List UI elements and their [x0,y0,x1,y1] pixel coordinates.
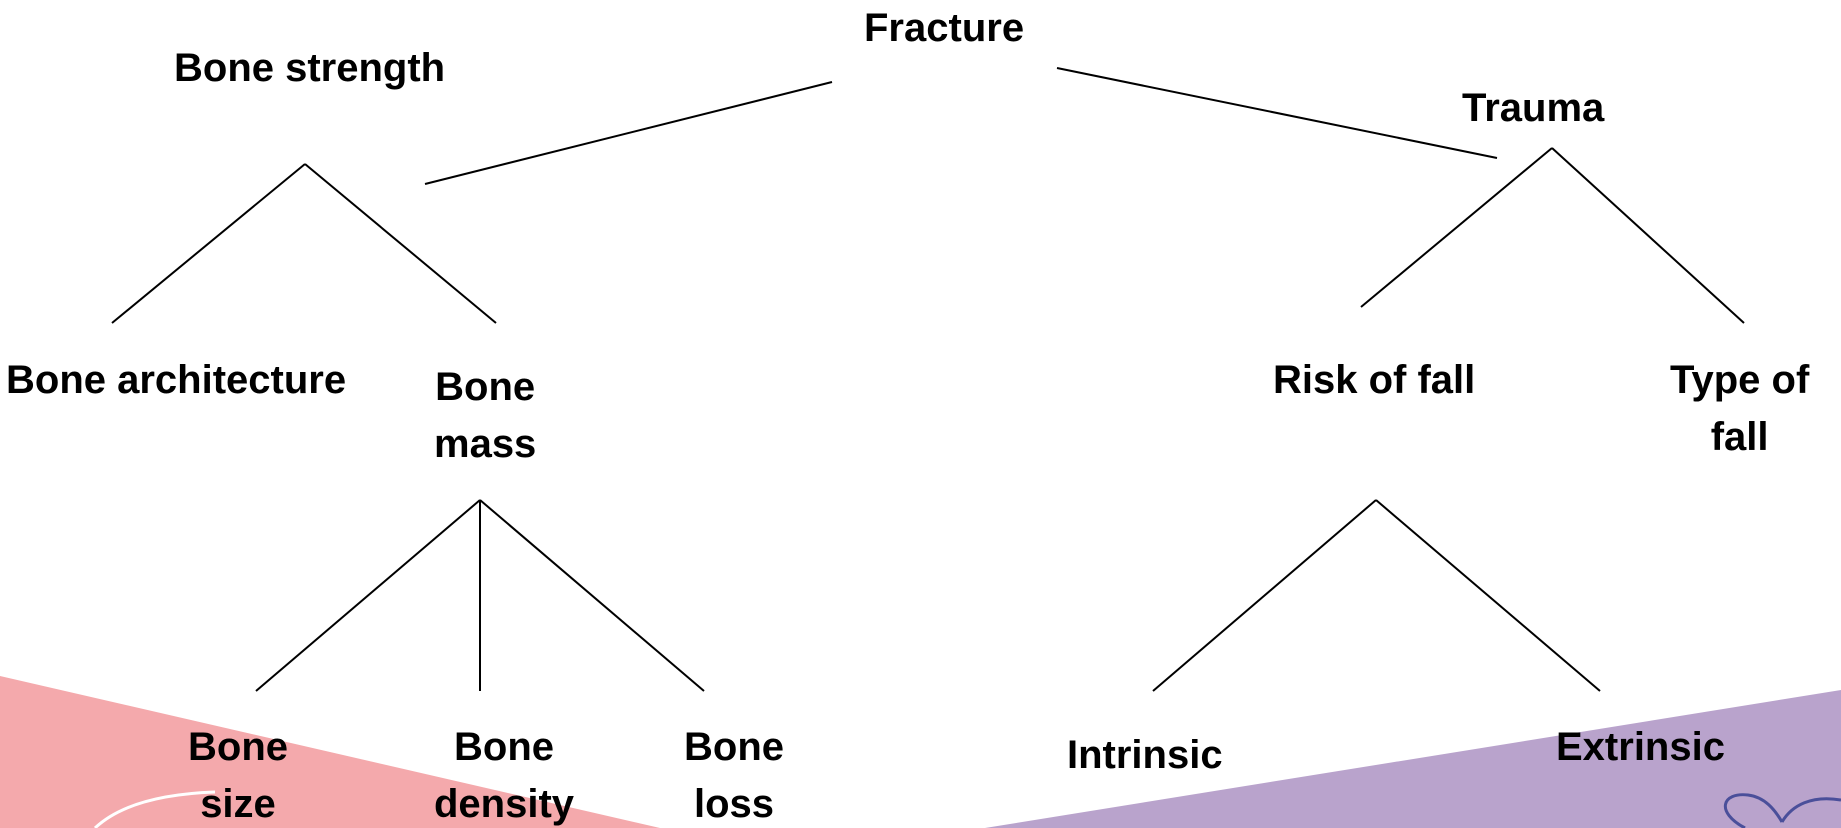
node-bone-size: Bone size [188,719,288,828]
connector-trauma-type [1552,148,1744,323]
node-bone-loss-line1: Bone [684,719,784,776]
node-intrinsic: Intrinsic [1067,727,1223,784]
node-bone-architecture: Bone architecture [6,352,346,409]
node-bone-architecture-label: Bone architecture [6,352,346,409]
node-extrinsic-label: Extrinsic [1556,719,1725,776]
connector-bone-strength-mass [305,164,496,323]
node-bone-size-line2: size [188,776,288,828]
node-trauma: Trauma [1462,80,1604,137]
node-bone-strength: Bone strength [174,40,445,97]
node-risk-of-fall: Risk of fall [1273,352,1475,409]
node-fracture: Fracture [864,0,1024,57]
node-bone-strength-label: Bone strength [174,40,445,97]
node-bone-mass-line2: mass [434,416,536,473]
node-bone-loss: Bone loss [684,719,784,828]
node-bone-size-line1: Bone [188,719,288,776]
node-fracture-label: Fracture [864,0,1024,57]
connector-risk-extrinsic [1376,500,1600,691]
node-bone-density: Bone density [434,719,574,828]
node-bone-density-line1: Bone [434,719,574,776]
node-bone-density-line2: density [434,776,574,828]
node-type-of-fall-line2: fall [1670,409,1809,466]
node-extrinsic: Extrinsic [1556,719,1725,776]
connector-fracture-trauma [1057,68,1497,158]
node-type-of-fall: Type of fall [1670,352,1809,466]
connector-trauma-risk [1361,148,1552,307]
node-bone-mass: Bone mass [434,359,536,473]
connector-bone-mass-size [256,500,480,691]
connector-bone-strength-architecture [112,164,305,323]
node-trauma-label: Trauma [1462,80,1604,137]
node-type-of-fall-line1: Type of [1670,352,1809,409]
node-bone-loss-line2: loss [684,776,784,828]
node-risk-of-fall-label: Risk of fall [1273,352,1475,409]
connector-risk-intrinsic [1153,500,1376,691]
node-bone-mass-line1: Bone [434,359,536,416]
node-intrinsic-label: Intrinsic [1067,727,1223,784]
connector-bone-mass-loss [480,500,704,691]
connector-fracture-bone-strength [425,82,832,184]
